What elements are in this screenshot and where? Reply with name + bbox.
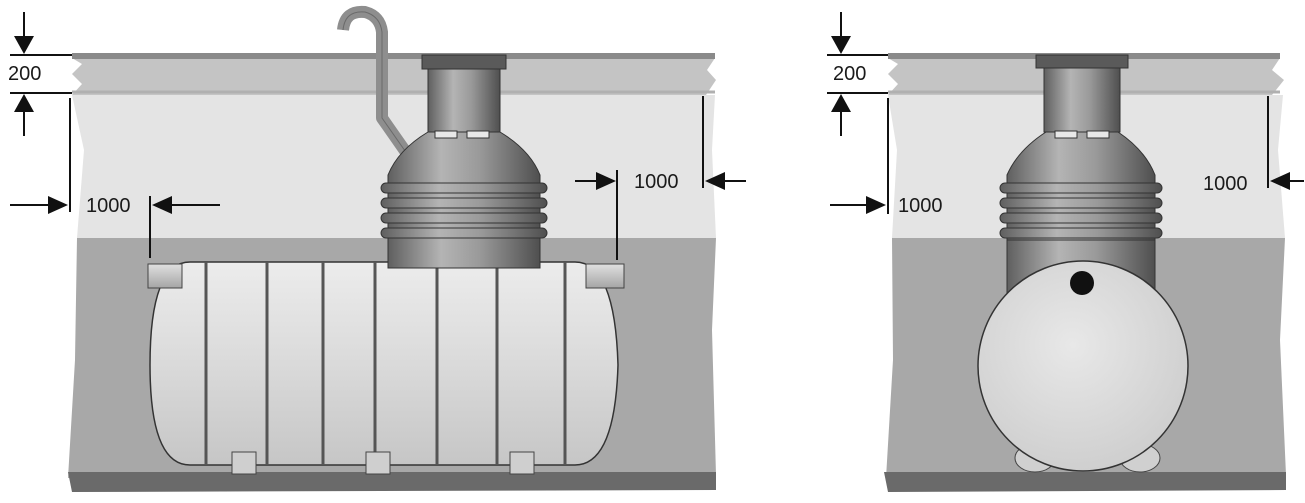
clearance-left-side: 1000 [10, 98, 220, 258]
tank-end [977, 260, 1189, 473]
depth-dimension-end: 200 [827, 12, 888, 136]
outlet-pipe [585, 263, 625, 289]
clearance-right-label-end: 1000 [1203, 173, 1248, 195]
pipe-opening [1070, 271, 1094, 295]
clearance-right-end: 1000 [1203, 96, 1304, 195]
side-view: 200 1000 1000 [8, 5, 746, 492]
surface-line [72, 53, 715, 59]
clearance-left-label-end: 1000 [898, 195, 943, 217]
clearance-right-side: 1000 [575, 96, 746, 260]
base-layer [68, 472, 716, 492]
clearance-left-end: 1000 [830, 98, 943, 217]
base-layer-end [884, 472, 1286, 492]
access-shaft [380, 54, 548, 269]
inlet-pipe [147, 263, 183, 289]
clearance-left-label-side: 1000 [86, 195, 131, 217]
depth-label-side: 200 [8, 63, 41, 85]
clearance-right-label-side: 1000 [634, 171, 679, 193]
access-shaft-end [999, 54, 1163, 296]
tank-body [149, 261, 619, 475]
topsoil-band [72, 58, 716, 95]
end-view: 200 1000 1000 [827, 12, 1304, 492]
depth-label-end: 200 [833, 63, 866, 85]
depth-dimension-side: 200 [8, 12, 72, 136]
